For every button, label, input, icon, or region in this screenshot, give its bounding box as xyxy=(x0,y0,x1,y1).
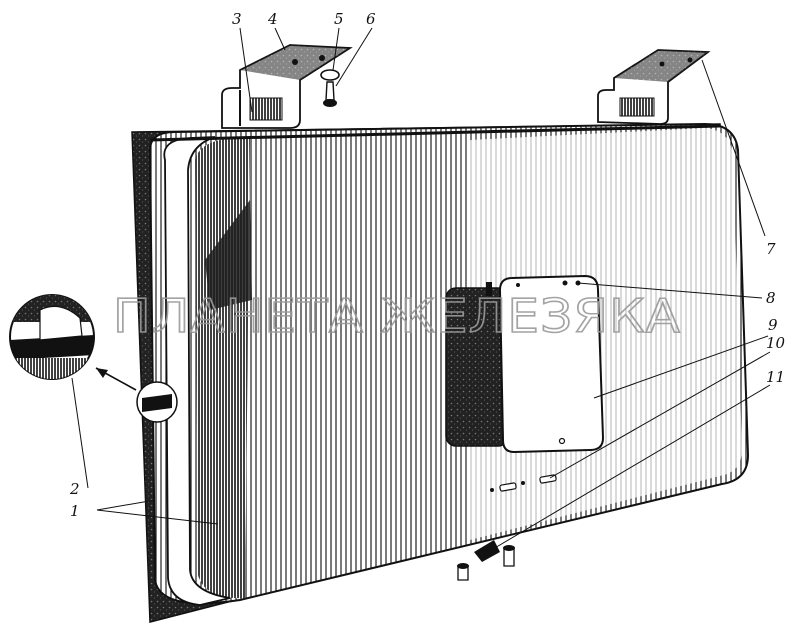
left-bracket xyxy=(221,44,353,129)
callout-11: 11 xyxy=(766,368,785,386)
callout-9: 9 xyxy=(768,316,778,334)
rivet-icon xyxy=(516,283,520,287)
leader-lines xyxy=(71,27,771,553)
right-bracket xyxy=(597,49,711,125)
callout-2: 2 xyxy=(69,480,80,498)
rivet-icon xyxy=(562,280,568,286)
watermark: ПЛАНЕТА ЖЕЛЕЗЯКА xyxy=(113,289,681,343)
callout-8: 8 xyxy=(766,289,776,307)
callout-3: 3 xyxy=(232,10,242,28)
bolt-icon xyxy=(320,69,340,107)
panel-body xyxy=(148,122,750,606)
magnifier-detail-icon xyxy=(9,294,178,423)
callout-6: 6 xyxy=(366,10,376,28)
callout-labels: 1 2 3 4 5 6 7 8 9 10 11 xyxy=(69,10,786,520)
callout-1: 1 xyxy=(70,502,80,520)
inspection-hatch xyxy=(445,274,605,454)
rivet-icon xyxy=(558,437,566,445)
callout-4: 4 xyxy=(267,10,278,28)
callout-10: 10 xyxy=(766,334,786,352)
callout-7: 7 xyxy=(766,240,776,258)
callout-5: 5 xyxy=(334,10,344,28)
